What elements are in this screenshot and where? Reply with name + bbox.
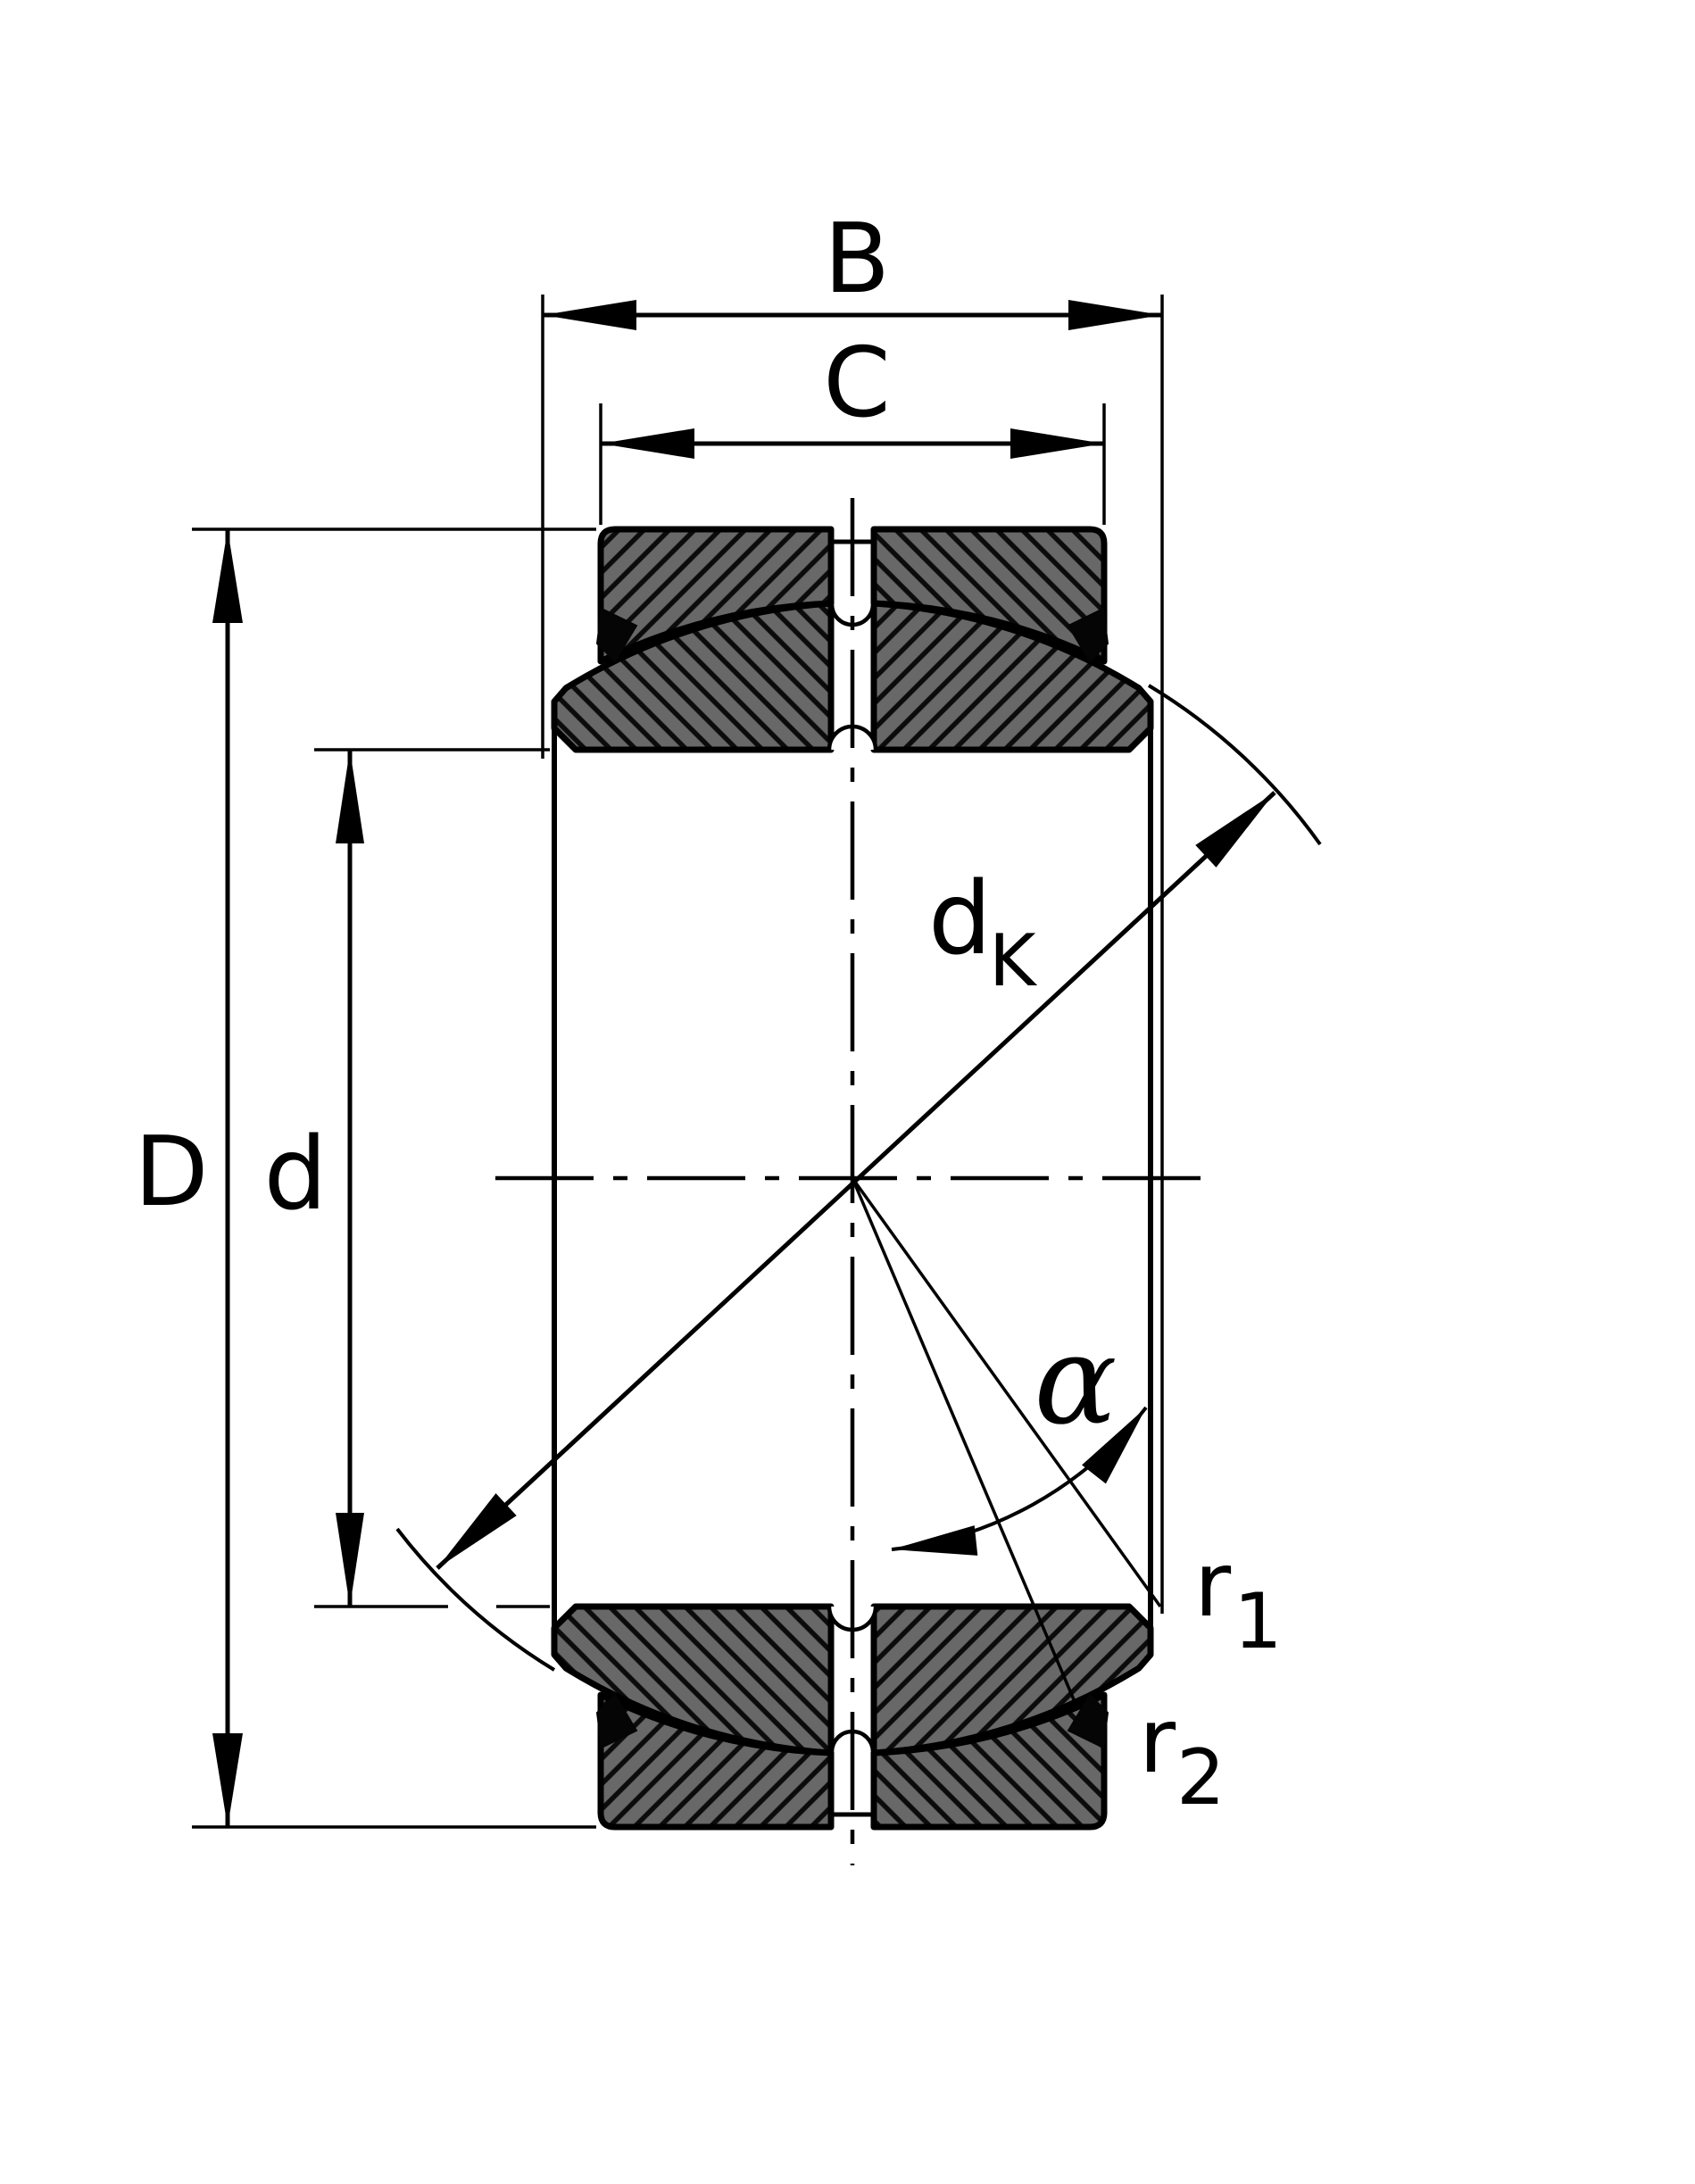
arrowhead (336, 1513, 364, 1607)
label-dK-subscript: K (989, 919, 1038, 1002)
label-C: C (823, 328, 890, 439)
extension-lines (192, 295, 1164, 1829)
seal-bottom-right (1067, 1693, 1109, 1749)
tilt-line-2 (851, 1177, 1077, 1705)
label-r2-main: r (1139, 1689, 1176, 1793)
arrowhead (1068, 300, 1162, 330)
arrowhead (212, 1733, 243, 1827)
dimension-alpha (851, 1176, 1162, 1705)
inner-ring-section-bottom-left (551, 1603, 835, 1756)
tilt-line-1 (851, 1176, 1162, 1608)
dimension-C (601, 428, 1104, 459)
arrowhead (601, 428, 694, 459)
label-B: B (824, 203, 890, 315)
sphere-arc-lower-left (395, 1527, 556, 1672)
arrowhead (1082, 1408, 1146, 1484)
arrowhead (543, 300, 636, 330)
dimension-D (212, 529, 243, 1827)
arrowhead (892, 1525, 978, 1556)
seal-bottom-left (595, 1693, 638, 1749)
seal-wedges (595, 607, 1109, 1749)
seal-top-left (595, 607, 638, 663)
arrowhead (1010, 428, 1104, 459)
arrowhead (437, 1493, 517, 1568)
ring-sections (551, 526, 1154, 1831)
dimension-d (336, 750, 364, 1607)
label-alpha: α (1034, 1308, 1117, 1452)
dimension-B (543, 300, 1162, 330)
dimension-labels: B C D d d K α r 1 r 2 (134, 203, 1282, 1823)
arrowhead (212, 529, 243, 623)
sphere-circle-arcs (395, 684, 1322, 1672)
sphere-arc-upper-right (1147, 684, 1322, 846)
label-r2-subscript: 2 (1176, 1733, 1226, 1823)
label-D: D (134, 1117, 208, 1228)
arrowhead (1195, 793, 1275, 868)
inner-ring-section-top-left (551, 600, 835, 753)
seal-top-right (1067, 607, 1109, 663)
arrowhead (336, 750, 364, 843)
label-d: d (263, 1117, 327, 1233)
label-r1-main: r (1194, 1532, 1232, 1637)
label-dK-main: d (928, 861, 992, 977)
dimension-dK (436, 791, 1276, 1570)
label-r1-subscript: 1 (1234, 1577, 1283, 1666)
